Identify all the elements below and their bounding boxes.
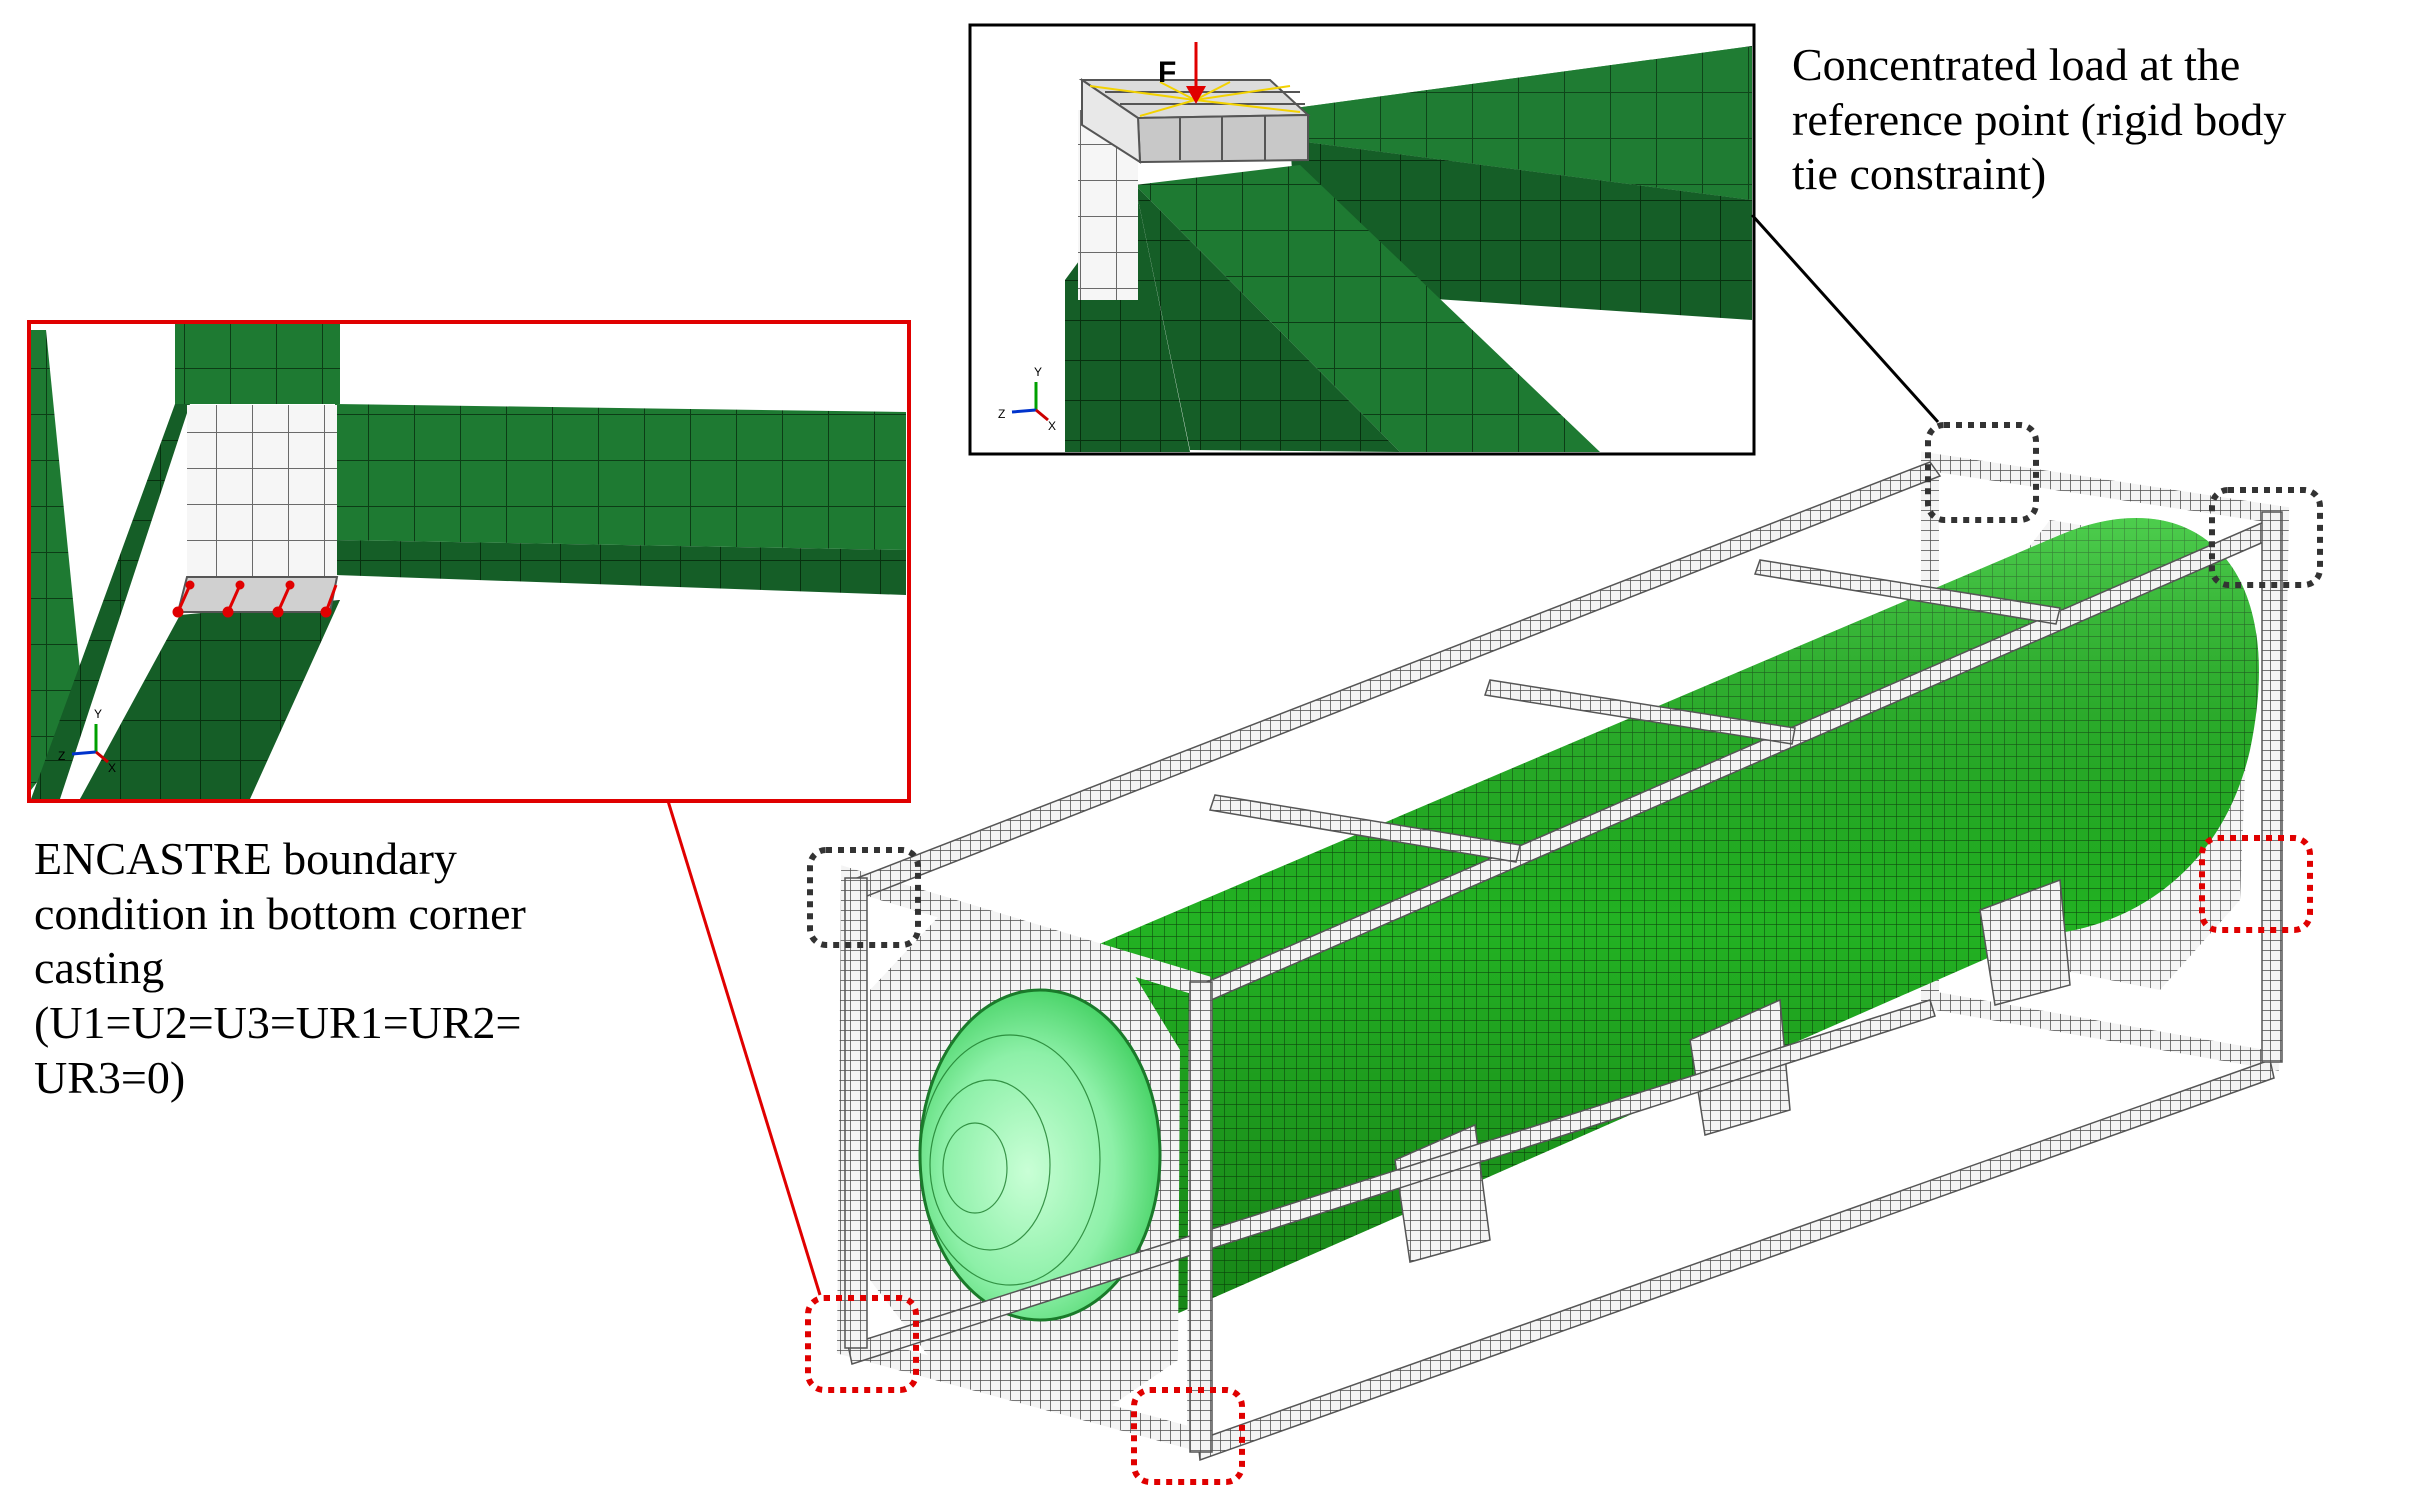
top-inset-load-detail: F Y Z X [968, 23, 1756, 456]
boundary-corner-box [1131, 1387, 1245, 1485]
force-label: F [1158, 56, 1176, 89]
boundary-corner-highlights [805, 835, 2313, 1485]
svg-text:Z: Z [58, 749, 65, 763]
boundary-corner-box [2199, 835, 2313, 933]
axis-triad-icon: Y Z X [998, 365, 1056, 433]
load-point-highlights [807, 422, 2323, 948]
svg-text:Y: Y [94, 707, 102, 721]
svg-text:Y: Y [1034, 365, 1042, 379]
left-inset-boundary-detail: Y Z X [27, 320, 911, 803]
tie-constraint-lines [1089, 81, 1301, 117]
tank-container-model [836, 451, 2290, 1462]
leader-line-boundary [666, 800, 822, 1296]
axis-triad-icon: Y Z X [58, 707, 116, 775]
load-point-box [807, 847, 921, 948]
force-arrow-icon [1186, 42, 1206, 104]
svg-text:X: X [1048, 419, 1056, 433]
leader-line-load [1750, 213, 1940, 424]
svg-text:X: X [108, 761, 116, 775]
encastre-markers [172, 580, 338, 618]
svg-text:Z: Z [998, 407, 1005, 421]
boundary-condition-caption: ENCASTRE boundary condition in bottom co… [34, 833, 526, 1103]
load-point-box [1925, 422, 2039, 523]
load-caption: Concentrated load at the reference point… [1792, 39, 2287, 200]
load-point-box [2209, 487, 2323, 588]
boundary-corner-box [805, 1295, 919, 1393]
